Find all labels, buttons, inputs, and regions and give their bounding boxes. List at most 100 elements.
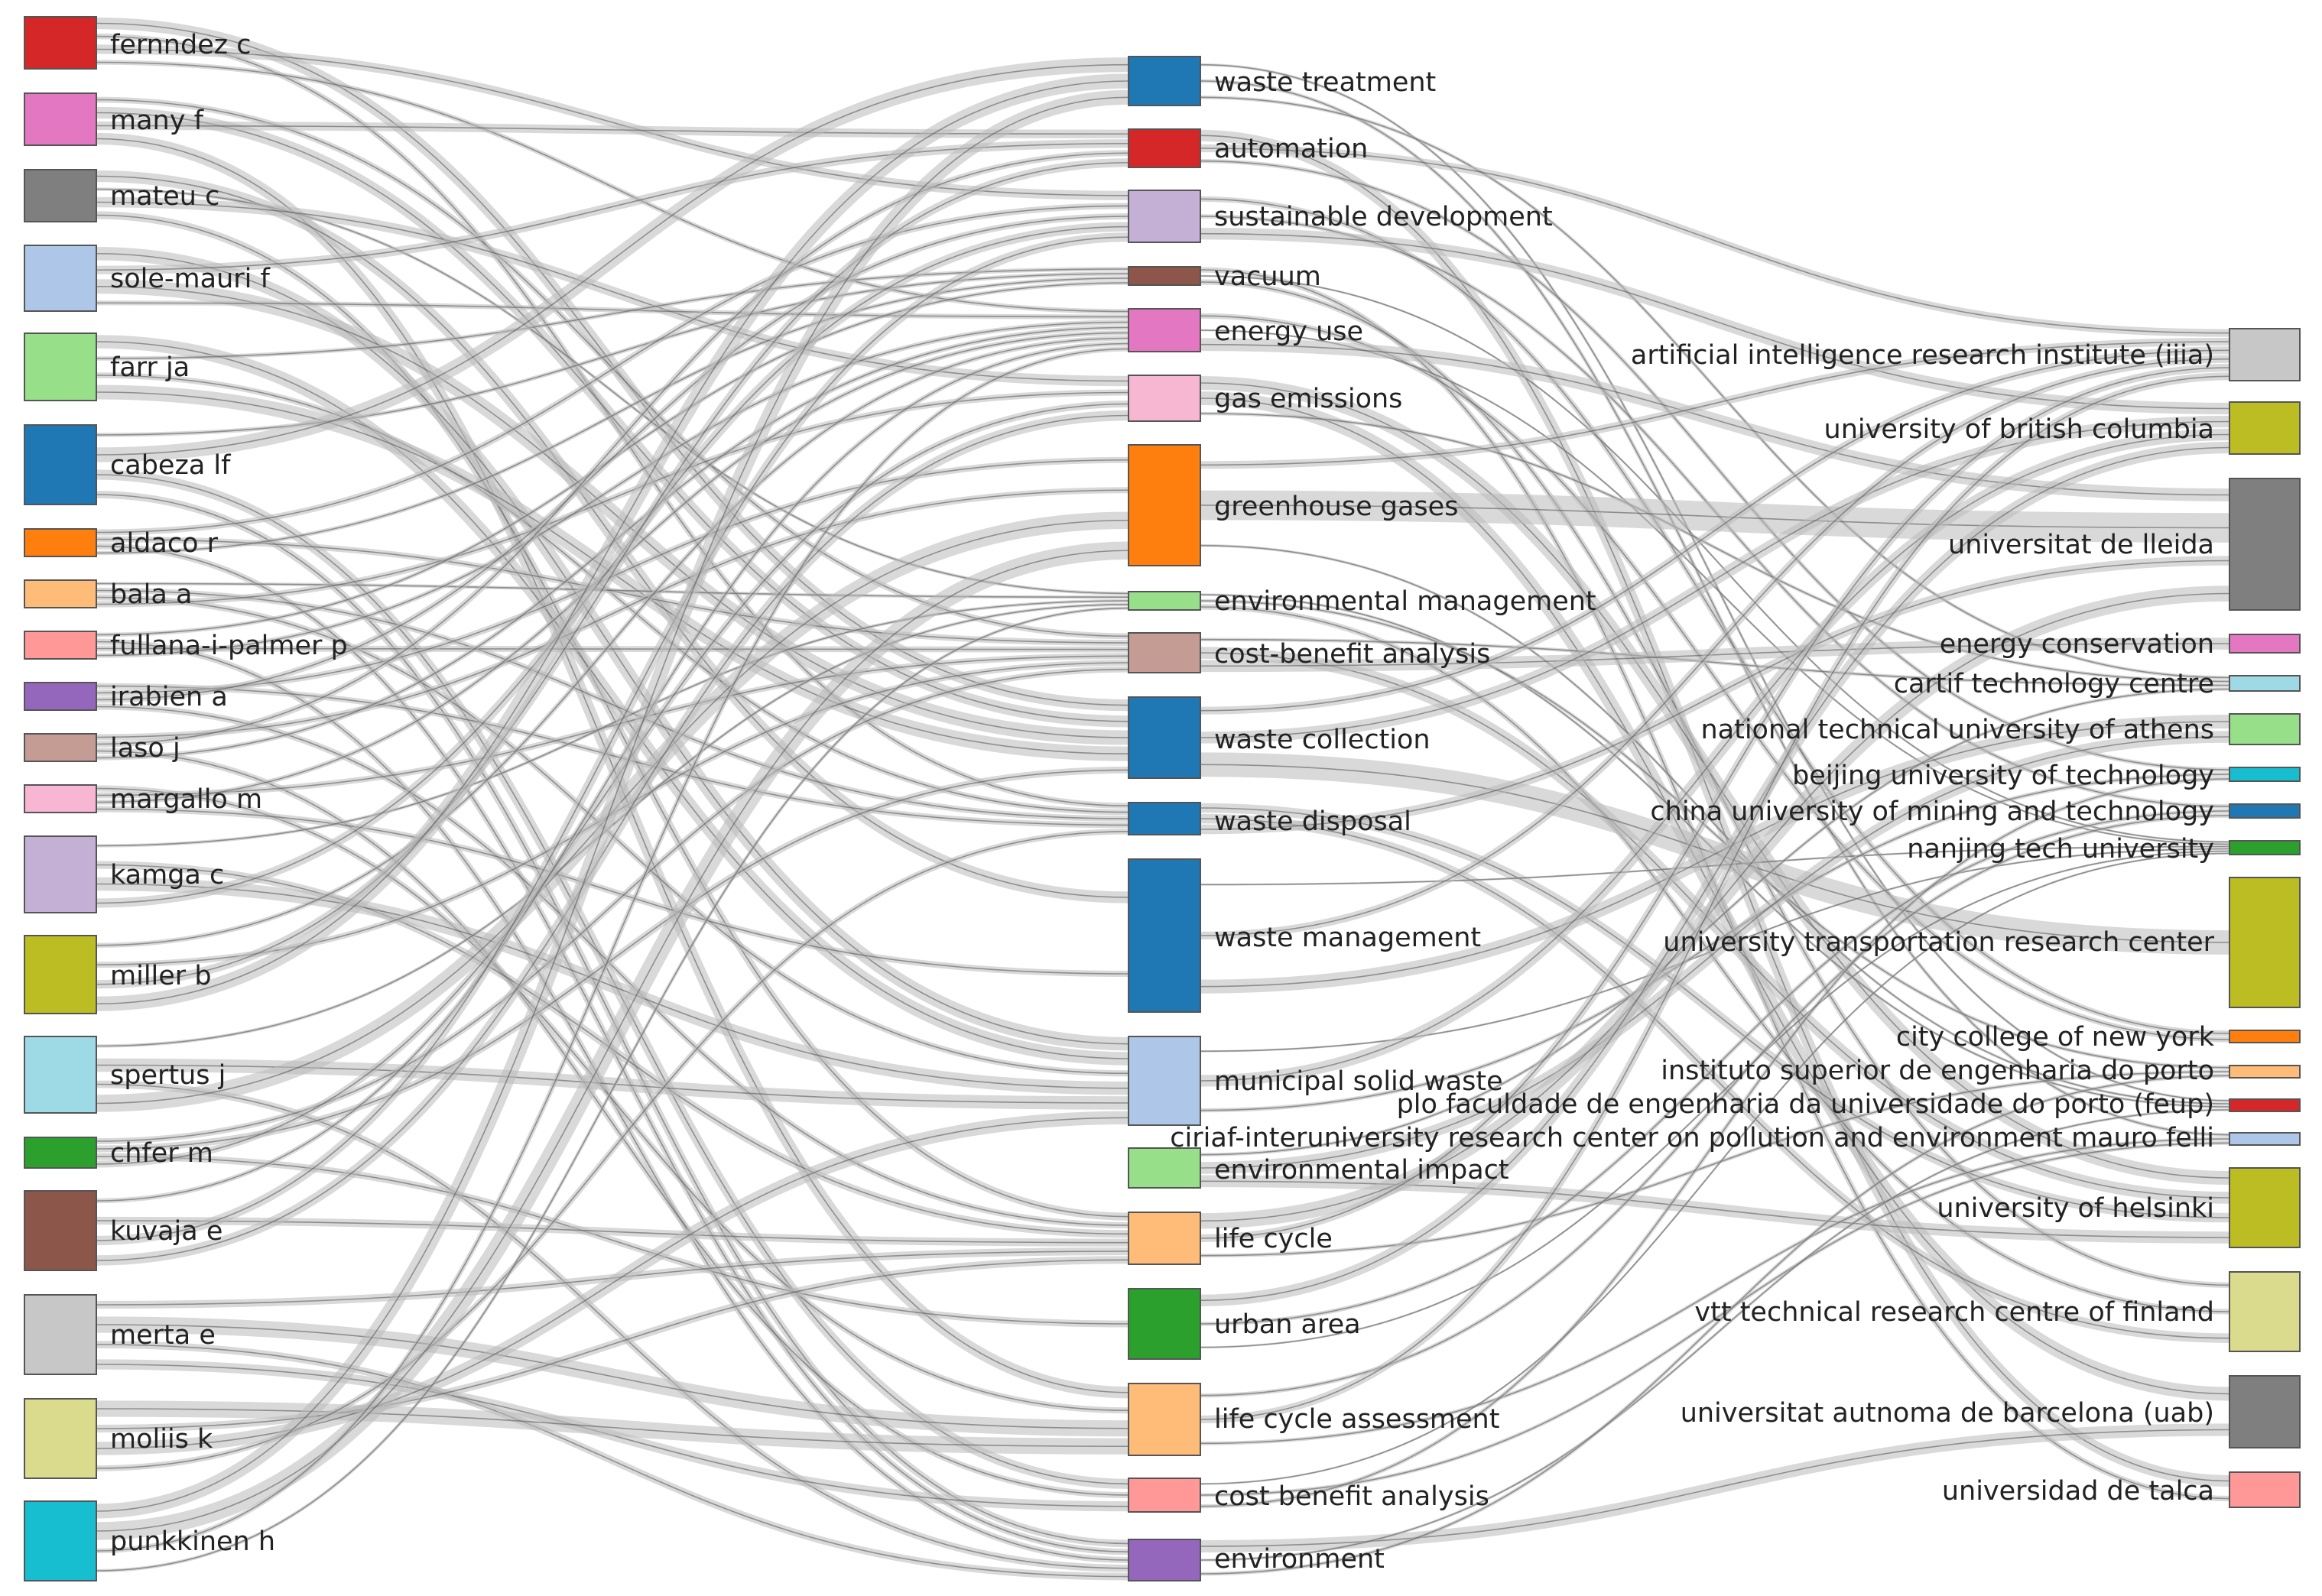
keyword-node-life-cycle-assessment[interactable]: life cycle assessment [1128,1383,1499,1456]
keyword-node-rect [1128,375,1201,422]
author-node-rect [24,579,97,608]
author-node-kuvaja-e[interactable]: kuvaja e [24,1190,222,1271]
author-node-label: sole-mauri f [110,264,270,294]
affiliation-node-energy-conservation[interactable]: energy conservation [1940,629,2301,660]
affiliation-node-utrc[interactable]: university transportation research cente… [1663,877,2301,1008]
author-node-label: miller b [110,961,212,991]
affiliation-node-rect [2229,1167,2301,1248]
flow-link-edge [96,589,1129,819]
affiliation-node-rect [2229,1132,2301,1146]
keyword-node-vacuum[interactable]: vacuum [1128,261,1321,292]
affiliation-node-vtt[interactable]: vtt technical research centre of finland [1694,1271,2301,1352]
author-node-irabien-a[interactable]: irabien a [24,682,228,712]
flow-link-edge [1200,643,2230,667]
author-node-label: many f [110,105,204,136]
keyword-node-waste-collection[interactable]: waste collection [1128,696,1431,779]
author-node-fullana-i-palmer-p[interactable]: fullana-i-palmer p [24,631,348,661]
flow-link-edge [1200,721,2230,988]
keyword-node-energy-use[interactable]: energy use [1128,308,1363,352]
flow-link-edge [1200,367,2230,1239]
affiliation-node-university-of-british-columbia[interactable]: university of british columbia [1824,401,2301,455]
flow-link-edge [96,1344,1129,1578]
keyword-node-cost-benefit-analysis[interactable]: cost-benefit analysis [1128,632,1490,673]
flow-link-edge [1200,1138,2230,1445]
keyword-node-rect [1128,696,1201,779]
flow-link-edge [1200,375,2230,1420]
author-node-spertus-j[interactable]: spertus j [24,1036,226,1114]
keyword-node-environment[interactable]: environment [1128,1539,1385,1581]
author-node-cabeza-lf[interactable]: cabeza lf [24,424,231,505]
keyword-node-waste-management[interactable]: waste management [1128,858,1481,1013]
keyword-node-waste-treatment[interactable]: waste treatment [1128,56,1436,106]
affiliation-node-label: university of helsinki [1937,1193,2214,1224]
flow-link-edge [96,348,1129,1552]
author-node-aldaco-r[interactable]: aldaco r [24,528,219,559]
author-node-punkkinen-h[interactable]: punkkinen h [24,1500,275,1581]
keyword-node-rect [1128,1539,1201,1581]
author-node-rect [24,1036,97,1114]
flow-link-edge [96,668,1129,1142]
flow-link-edge [1200,688,2230,1156]
affiliation-node-cartif-technology-centre[interactable]: cartif technology centre [1894,669,2301,699]
keyword-node-label: cost-benefit analysis [1214,639,1490,670]
keyword-node-rect [1128,1383,1201,1456]
affiliation-node-city-college-of-new-york[interactable]: city college of new york [1896,1022,2301,1053]
flow-link-edge [96,391,1129,605]
author-node-rect [24,528,97,557]
author-node-mateu-c[interactable]: mateu c [24,169,219,222]
flow-link-edge [96,63,1129,456]
affiliation-node-universidad-de-talca[interactable]: universidad de talca [1942,1471,2301,1508]
author-node-rect [24,733,97,762]
keyword-node-cost-benefit-analysis-2[interactable]: cost benefit analysis [1128,1478,1489,1513]
author-node-miller-b[interactable]: miller b [24,935,212,1014]
affiliation-node-ntua[interactable]: national technical university of athens [1700,713,2301,745]
affiliation-node-universitat-de-lleida[interactable]: universitat de lleida [1948,478,2301,611]
flow-link-edge [96,706,1129,1226]
keyword-node-label: waste disposal [1214,806,1411,837]
keyword-node-environmental-impact[interactable]: environmental impact [1128,1147,1509,1189]
affiliation-node-label: ciriaf-interuniversity research center o… [1170,1123,2214,1153]
author-node-margallo-m[interactable]: margallo m [24,784,262,815]
keyword-node-environmental-management[interactable]: environmental management [1128,586,1596,617]
affiliation-node-beijing-university-of-technology[interactable]: beijing university of technology [1792,761,2301,791]
author-node-chfer-m[interactable]: chfer m [24,1137,213,1169]
author-node-farr-ja[interactable]: farr ja [24,332,190,401]
author-node-laso-j[interactable]: laso j [24,733,180,764]
affiliation-node-rect [2229,803,2301,819]
affiliation-node-nanjing-tech-university[interactable]: nanjing tech university [1907,834,2301,864]
author-node-rect [24,245,97,312]
affiliation-node-feup[interactable]: plo faculdade de engenharia da universid… [1397,1089,2301,1120]
affiliation-node-isep[interactable]: instituto superior de engenharia do port… [1661,1056,2301,1086]
flow-link-edge [1200,329,2230,845]
author-node-merta-e[interactable]: merta e [24,1294,216,1375]
keyword-node-greenhouse-gases[interactable]: greenhouse gases [1128,444,1458,566]
affiliation-node-university-of-helsinki[interactable]: university of helsinki [1937,1167,2301,1248]
keyword-node-sustainable-development[interactable]: sustainable development [1128,190,1553,243]
affiliation-node-iiia[interactable]: artificial intelligence research institu… [1631,328,2301,381]
author-node-rect [24,1500,97,1581]
keyword-node-waste-disposal[interactable]: waste disposal [1128,802,1411,837]
flow-link-edge [1200,1109,2230,1561]
author-node-sole-mauri-f[interactable]: sole-mauri f [24,245,270,312]
keyword-node-automation[interactable]: automation [1128,128,1368,168]
keyword-node-label: environment [1214,1544,1385,1575]
flow-link-edge [1200,446,2230,1302]
affiliation-node-ciriaf[interactable]: ciriaf-interuniversity research center o… [1170,1123,2301,1153]
author-node-fernndez-c[interactable]: fernndez c [24,16,252,70]
keyword-node-gas-emissions[interactable]: gas emissions [1128,375,1402,422]
author-node-bala-a[interactable]: bala a [24,579,192,610]
keyword-node-life-cycle[interactable]: life cycle [1128,1212,1333,1265]
author-node-label: kuvaja e [110,1216,222,1247]
keyword-node-label: waste treatment [1214,67,1436,98]
affiliation-node-uab[interactable]: universitat autnoma de barcelona (uab) [1681,1375,2301,1448]
author-node-moliis-k[interactable]: moliis k [24,1398,213,1479]
keyword-node-municipal-solid-waste[interactable]: municipal solid waste [1128,1036,1503,1126]
author-node-many-f[interactable]: many f [24,92,204,146]
flow-link-edge [1200,815,2230,1396]
author-node-kamga-c[interactable]: kamga c [24,835,224,913]
keyword-node-urban-area[interactable]: urban area [1128,1288,1361,1360]
affiliation-node-rect [2229,634,2301,654]
flow-link-edge [96,769,1129,1150]
affiliation-node-china-university-of-mining[interactable]: china university of mining and technolog… [1650,796,2301,827]
